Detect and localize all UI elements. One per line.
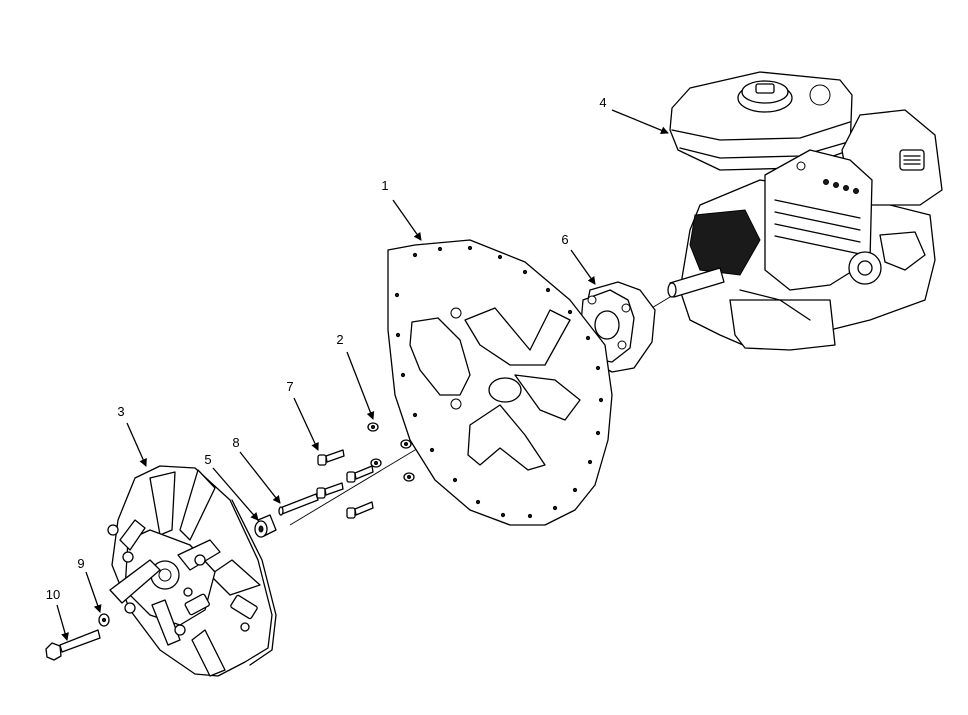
callout-1: 1 [381, 178, 388, 193]
callout-3: 3 [117, 404, 124, 419]
bolt-7a [317, 449, 345, 466]
leader-1 [392, 199, 422, 241]
clutch-drive-assembly [107, 465, 277, 677]
bolt-7b [346, 465, 374, 483]
leader-4 [611, 109, 669, 135]
leader-8 [239, 451, 281, 504]
pin-8 [278, 493, 319, 516]
bolt-7c [316, 482, 344, 499]
leader-5 [212, 467, 259, 521]
nut-2b [400, 439, 412, 449]
callout-2: 2 [336, 332, 343, 347]
engine [667, 71, 943, 351]
callout-5: 5 [204, 452, 211, 467]
bolt-7d [346, 501, 374, 519]
leader-3 [126, 422, 147, 467]
washer-9 [98, 613, 110, 627]
nut-2a [367, 422, 379, 432]
nut-2d [403, 472, 415, 482]
spacer-bushing-5 [254, 514, 277, 538]
callout-6: 6 [561, 232, 568, 247]
callout-7: 7 [286, 379, 293, 394]
leader-10 [56, 604, 69, 641]
leader-2 [346, 351, 375, 420]
callout-8: 8 [232, 435, 239, 450]
callout-4: 4 [599, 95, 606, 110]
nut-2c [370, 458, 382, 468]
mounting-plate [387, 239, 613, 526]
leader-6 [570, 249, 596, 285]
leader-9 [85, 571, 102, 613]
callout-9: 9 [77, 556, 84, 571]
bolt-10 [45, 629, 101, 661]
leader-7 [293, 397, 319, 451]
callout-10: 10 [46, 587, 60, 602]
